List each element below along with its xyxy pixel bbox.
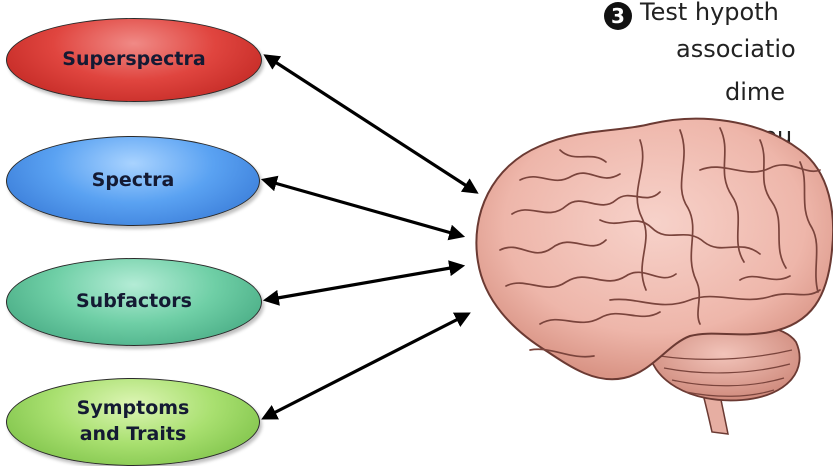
- step-number-badge: 3: [604, 2, 632, 30]
- step-line-1: Test hypoth: [640, 0, 779, 26]
- arrow-superspectra: [263, 54, 479, 194]
- step-line-2: associatio: [676, 35, 796, 63]
- arrows: [260, 54, 479, 420]
- step-line-3: dime: [725, 78, 786, 106]
- arrow-spectra: [260, 175, 466, 241]
- node-label-symptoms-traits: Symptoms and Traits: [76, 397, 190, 445]
- arrow-symptoms: [261, 312, 471, 420]
- node-label-subfactors: Subfactors: [76, 290, 192, 313]
- arrow-subfactors: [262, 260, 466, 306]
- brain-icon: [475, 117, 833, 435]
- node-subfactors: Subfactors: [6, 258, 262, 346]
- node-label-spectra: Spectra: [91, 169, 175, 192]
- node-superspectra: Superspectra: [6, 18, 262, 102]
- node-label-superspectra: Superspectra: [62, 48, 206, 71]
- node-spectra: Spectra: [6, 136, 260, 226]
